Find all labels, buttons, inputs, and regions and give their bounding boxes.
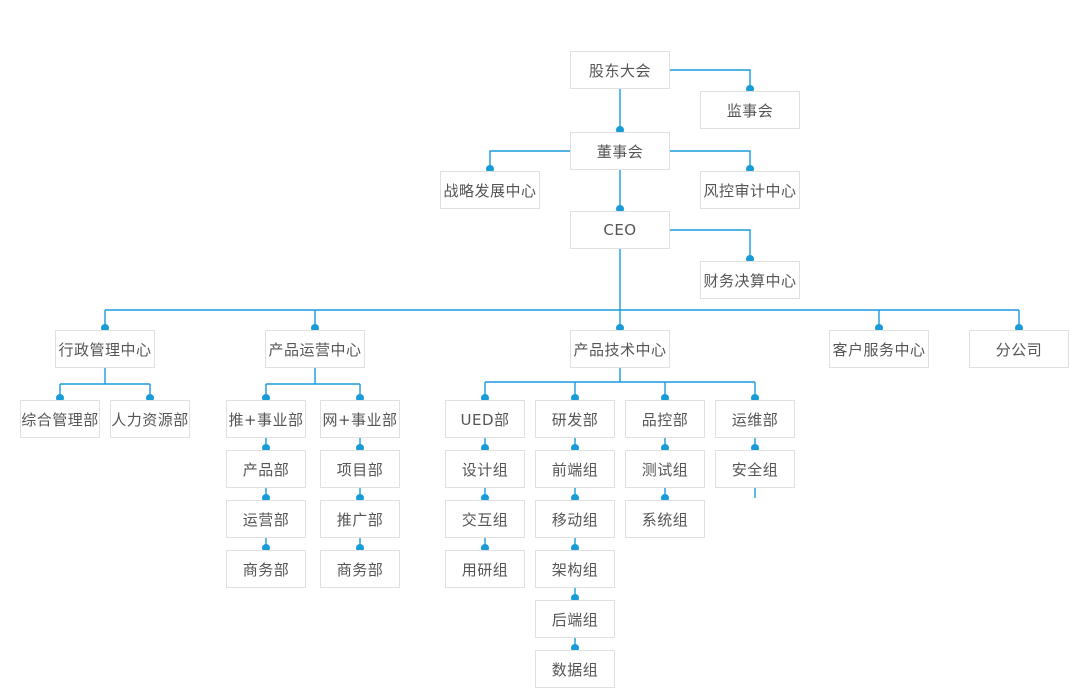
org-node-backend: 后端组 xyxy=(535,600,615,638)
org-node-promotion: 推广部 xyxy=(320,500,400,538)
org-node-tech: 产品技术中心 xyxy=(570,330,670,368)
org-node-board: 董事会 xyxy=(570,132,670,170)
org-node-data: 数据组 xyxy=(535,650,615,688)
org-node-supervisory: 监事会 xyxy=(700,91,800,129)
org-node-biz1: 商务部 xyxy=(226,550,306,588)
org-link-board-strategy xyxy=(489,150,570,169)
org-node-finance: 财务决算中心 xyxy=(700,261,800,299)
org-node-mobile: 移动组 xyxy=(535,500,615,538)
org-node-general: 综合管理部 xyxy=(20,400,100,438)
org-node-product: 产品部 xyxy=(226,450,306,488)
org-node-frontend: 前端组 xyxy=(535,450,615,488)
org-node-security: 安全组 xyxy=(715,450,795,488)
org-node-branch: 分公司 xyxy=(969,330,1069,368)
org-node-interaction: 交互组 xyxy=(445,500,525,538)
org-node-ops: 产品运营中心 xyxy=(265,330,365,368)
org-node-rd: 研发部 xyxy=(535,400,615,438)
org-node-hr: 人力资源部 xyxy=(110,400,190,438)
org-node-devops: 运维部 xyxy=(715,400,795,438)
org-node-design: 设计组 xyxy=(445,450,525,488)
org-node-risk: 风控审计中心 xyxy=(700,171,800,209)
org-node-project: 项目部 xyxy=(320,450,400,488)
org-node-operation: 运营部 xyxy=(226,500,306,538)
org-node-ued: UED部 xyxy=(445,400,525,438)
org-node-wang: 网+事业部 xyxy=(320,400,400,438)
org-node-admin: 行政管理中心 xyxy=(55,330,155,368)
org-node-qc: 品控部 xyxy=(625,400,705,438)
org-node-arch: 架构组 xyxy=(535,550,615,588)
org-link-board-risk xyxy=(670,150,751,169)
org-link-ceo-finance xyxy=(670,229,751,259)
org-node-ceo: CEO xyxy=(570,211,670,249)
org-node-system: 系统组 xyxy=(625,500,705,538)
org-node-shareholders: 股东大会 xyxy=(570,51,670,89)
org-node-biz2: 商务部 xyxy=(320,550,400,588)
org-link-shareholders-supervisory xyxy=(670,69,751,89)
org-node-strategy: 战略发展中心 xyxy=(440,171,540,209)
org-node-research: 用研组 xyxy=(445,550,525,588)
org-node-tui: 推+事业部 xyxy=(226,400,306,438)
org-node-test: 测试组 xyxy=(625,450,705,488)
org-node-service: 客户服务中心 xyxy=(829,330,929,368)
